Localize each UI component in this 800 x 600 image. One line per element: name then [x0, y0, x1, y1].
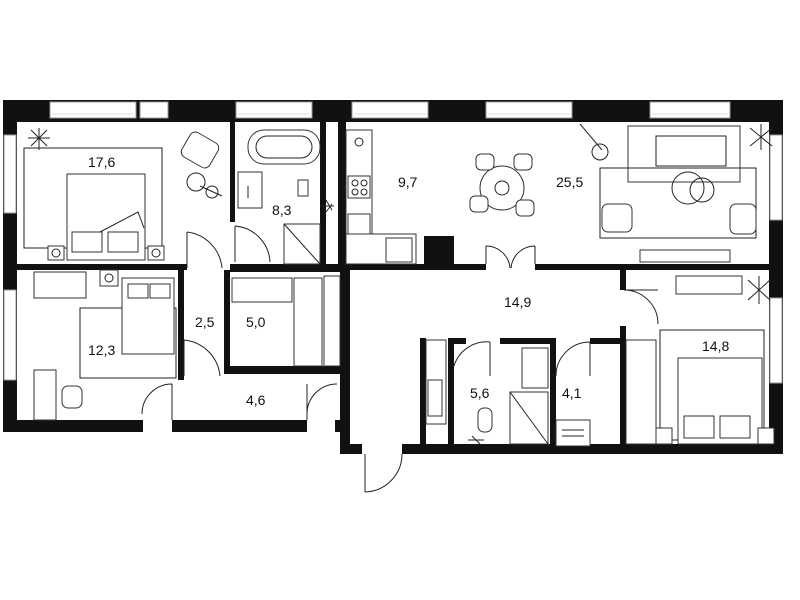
bedroom-west-furniture — [33, 269, 177, 421]
room-area-label: 12,3 — [88, 342, 115, 358]
room-labels: 17,6 8,3 9,7 25,5 12,3 2,5 5,0 14,9 4,6 … — [88, 154, 729, 408]
room-area-label: 5,0 — [246, 314, 266, 330]
room-area-label: 4,6 — [246, 392, 266, 408]
living-room-furniture — [469, 123, 773, 263]
kitchen-furniture — [345, 129, 417, 265]
room-area-label: 2,5 — [195, 314, 215, 330]
bedroom-east-furniture — [625, 275, 775, 445]
room-area-label: 25,5 — [556, 174, 583, 190]
room-area-label: 4,1 — [562, 385, 582, 401]
interior-walls — [17, 122, 769, 446]
bathroom-center-furniture — [425, 339, 591, 447]
room-area-label: 8,3 — [272, 202, 292, 218]
room-area-label: 14,8 — [702, 338, 729, 354]
room-area-label: 9,7 — [398, 174, 418, 190]
wardrobe-furniture — [231, 275, 341, 367]
room-area-label: 14,9 — [504, 294, 531, 310]
doors — [141, 225, 659, 493]
bedroom-nw-furniture — [23, 128, 223, 261]
bathroom-north-furniture — [237, 129, 334, 265]
windows — [3, 101, 783, 384]
room-area-label: 5,6 — [470, 385, 490, 401]
room-area-label: 17,6 — [88, 154, 115, 170]
